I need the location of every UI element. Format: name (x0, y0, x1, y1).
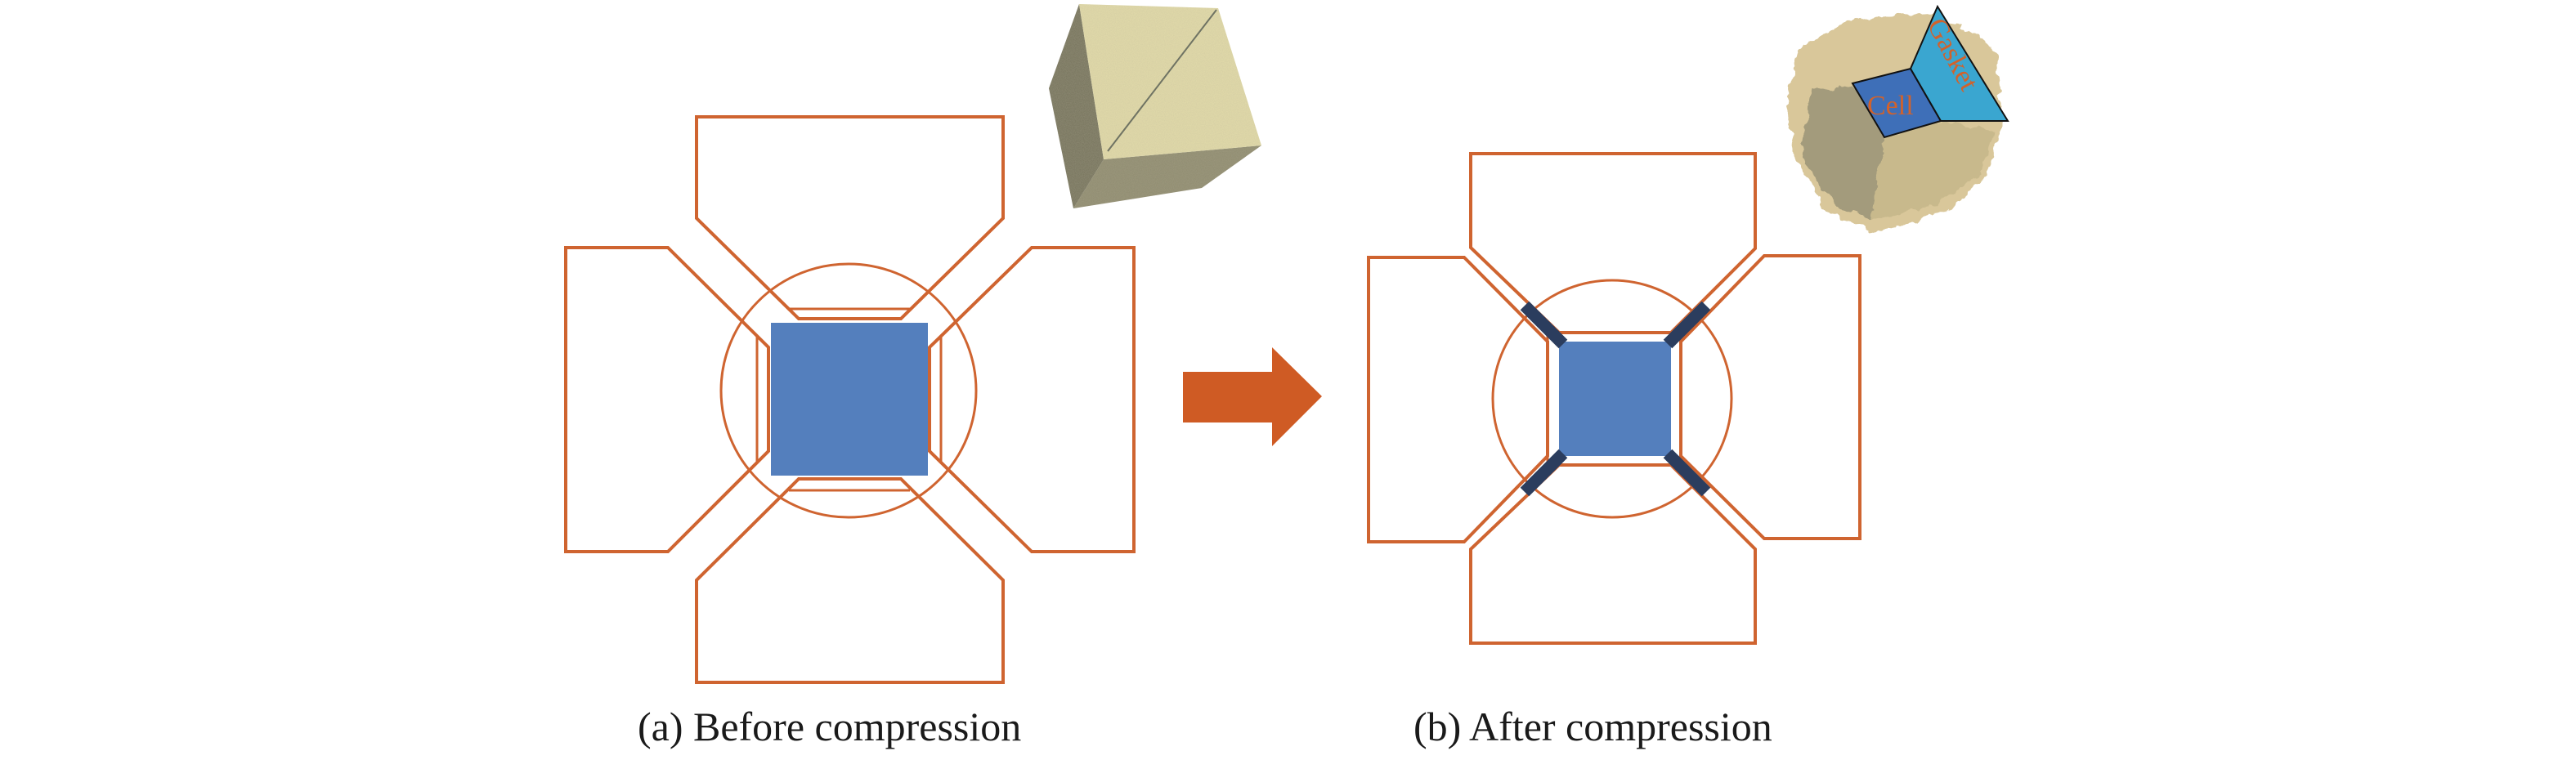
gasket-top-left (1520, 301, 1568, 349)
panel-after-compression: Cell Gasket (b) After compression (1367, 4, 2009, 749)
pressure-medium-circle (719, 262, 978, 519)
cube-left-face (1049, 4, 1104, 208)
anvil-assembly-before (564, 115, 1136, 684)
panel-before-compression: (a) Before compression (564, 4, 1261, 749)
anvil-assembly-after (1367, 152, 1861, 645)
anvil-right (928, 246, 1136, 553)
cube-bottom-face (1073, 145, 1261, 208)
compressed-tip-outline (1546, 331, 1682, 467)
caption-before: (a) Before compression (638, 704, 1021, 749)
gasket-bottom-left (1520, 449, 1568, 497)
cube-diagonal-edge (1107, 9, 1217, 152)
label-cell: Cell (1867, 91, 1914, 121)
cube-lower-face (1872, 121, 1995, 221)
anvil-left (1367, 256, 1549, 543)
anvil-bottom (695, 477, 1005, 684)
pressure-medium-circle (1491, 279, 1733, 519)
cube-photo-after: Cell Gasket (1786, 4, 2009, 233)
cube-shadow-face (1803, 83, 1884, 221)
sample-cell (771, 323, 928, 476)
cube-gasket-face (1909, 4, 2009, 122)
anvil-left (564, 246, 770, 553)
cube-front-face (1079, 4, 1261, 159)
caption-after: (b) After compression (1413, 704, 1772, 749)
gasket-bottom-right (1663, 449, 1711, 497)
cube-photo-before (1049, 4, 1261, 208)
compression-arrow (1183, 347, 1322, 446)
anvil-top (695, 115, 1005, 320)
sample-cell (1559, 342, 1671, 456)
gasket-top-right (1663, 301, 1711, 349)
